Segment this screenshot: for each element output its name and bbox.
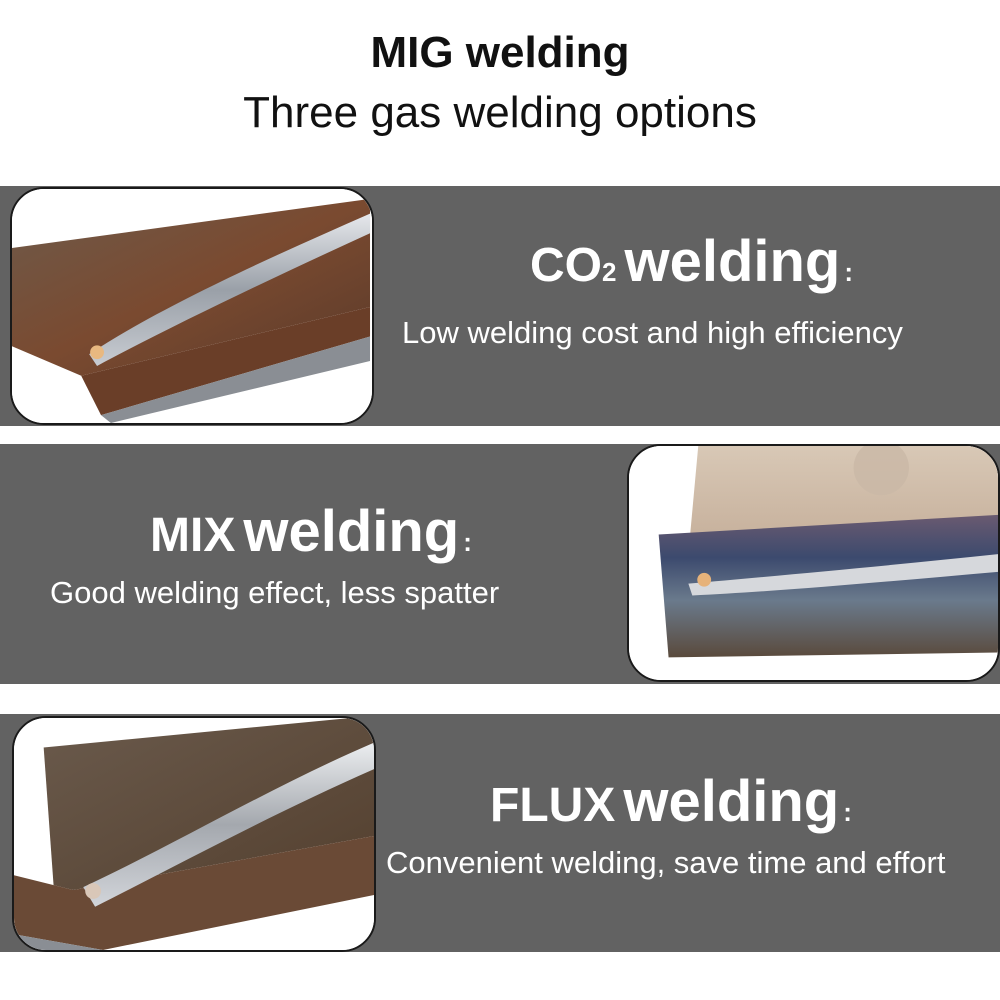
page-subtitle: Three gas welding options	[243, 88, 757, 137]
flux-weld-photo	[12, 716, 376, 952]
page-title: MIG welding	[370, 28, 630, 77]
co2-weld-photo	[10, 187, 374, 425]
flux-heading-word: welding	[623, 769, 840, 834]
header: MIG welding Three gas welding options	[0, 0, 1000, 180]
co2-description: Low welding cost and high efficiency	[402, 315, 903, 350]
flux-prefix: FLUX	[490, 779, 616, 832]
mix-description: Good welding effect, less spatter	[50, 575, 500, 610]
flux-description: Convenient welding, save time and effort	[386, 845, 946, 880]
mix-colon: :	[463, 527, 472, 557]
co2-subscript: 2	[602, 257, 617, 287]
mix-prefix: MIX	[150, 509, 236, 562]
mix-weld-photo	[627, 444, 1000, 682]
co2-colon: :	[844, 257, 854, 287]
co2-prefix: CO	[530, 239, 602, 292]
flux-colon: :	[843, 797, 852, 827]
co2-heading-word: welding	[624, 229, 841, 294]
mix-heading-word: welding	[243, 499, 460, 564]
